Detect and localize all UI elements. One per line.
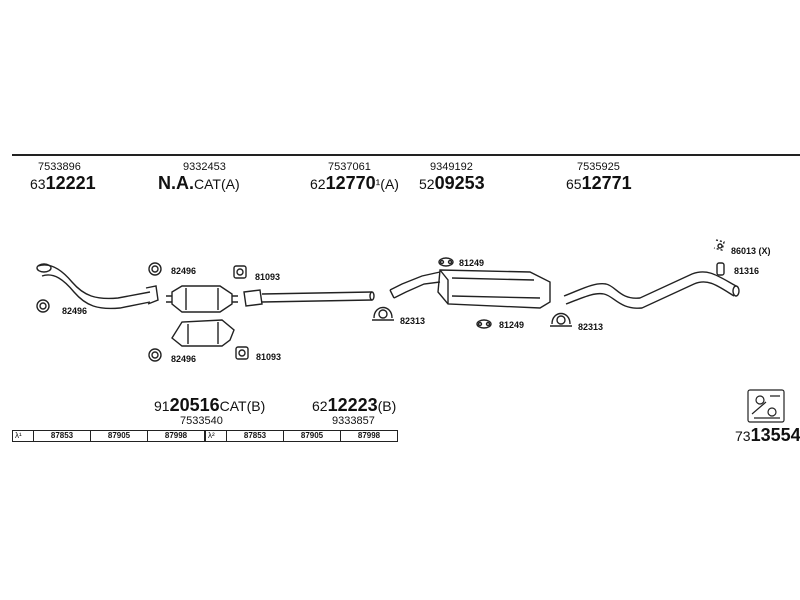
part-ref-2: 9332453 bbox=[183, 161, 226, 173]
fitting-label-c2: 82313 bbox=[578, 322, 604, 332]
front-pipe-drawing bbox=[36, 263, 159, 310]
part-ref-3: 7537061 bbox=[328, 161, 371, 173]
lambda-code: 87905 bbox=[90, 430, 148, 442]
part-ref-7: 9333857 bbox=[332, 415, 375, 427]
intermediate-pipe bbox=[243, 289, 375, 307]
gasket-ring-a1 bbox=[148, 262, 162, 276]
tail-pipe bbox=[563, 271, 740, 309]
part-ref-1: 7533896 bbox=[38, 161, 81, 173]
gasket-ring-a2 bbox=[36, 299, 50, 313]
lambda-symbol-1: λ¹ bbox=[12, 430, 34, 442]
rubber-hanger-d2 bbox=[476, 319, 492, 329]
part-number-5: 6512771 bbox=[566, 173, 632, 193]
rubber-hanger-d1 bbox=[438, 257, 454, 267]
lambda-symbol-2: λ² bbox=[205, 430, 227, 442]
part-number-4: 5209253 bbox=[419, 173, 485, 193]
part-number-2: N.A.CAT(A) bbox=[158, 173, 240, 193]
fitting-label-c1: 82313 bbox=[400, 316, 426, 326]
lambda-code: 87998 bbox=[147, 430, 205, 442]
fitting-label-b2: 81093 bbox=[256, 352, 282, 362]
catalytic-converter-a bbox=[166, 285, 238, 313]
fitting-label-b1: 81093 bbox=[255, 272, 281, 282]
fitting-label-a1: 82496 bbox=[171, 266, 197, 276]
lambda-table-1: λ¹ 87853 87905 87998 bbox=[12, 430, 205, 442]
flange-gasket-b2 bbox=[235, 346, 249, 360]
clamp-c1 bbox=[372, 306, 394, 321]
kit-number: 7313554 bbox=[735, 425, 800, 445]
part-number-1: 6312221 bbox=[30, 173, 96, 193]
part-number-3: 6212770¹(A) bbox=[310, 173, 399, 193]
clamp-c2 bbox=[550, 312, 572, 327]
top-divider-line bbox=[12, 154, 800, 156]
part-ref-4: 9349192 bbox=[430, 161, 473, 173]
part-number-7: 6212223(B) bbox=[312, 395, 397, 415]
lambda-table-2: λ² 87853 87905 87998 bbox=[205, 430, 398, 442]
gasket-ring-a3 bbox=[148, 348, 162, 362]
lambda-code: 87998 bbox=[340, 430, 398, 442]
fitting-e2 bbox=[716, 262, 725, 276]
kit-box-icon bbox=[747, 389, 785, 423]
flange-gasket-b1 bbox=[233, 265, 247, 279]
fitting-label-e2: 81316 bbox=[734, 266, 760, 276]
fitting-label-d2: 81249 bbox=[499, 320, 525, 330]
fitting-label-a2: 82496 bbox=[62, 306, 88, 316]
fitting-label-d1: 81249 bbox=[459, 258, 485, 268]
part-ref-6: 7533540 bbox=[180, 415, 223, 427]
part-ref-5: 7535925 bbox=[577, 161, 620, 173]
center-muffler bbox=[389, 269, 551, 309]
lambda-code: 87853 bbox=[33, 430, 91, 442]
lambda-code: 87853 bbox=[226, 430, 284, 442]
part-number-6: 9120516CAT(B) bbox=[154, 395, 266, 415]
lambda-code: 87905 bbox=[283, 430, 341, 442]
catalytic-converter-b bbox=[171, 319, 235, 347]
fitting-e1 bbox=[713, 239, 725, 251]
fitting-label-a3: 82496 bbox=[171, 354, 197, 364]
fitting-label-e1: 86013 (X) bbox=[731, 246, 771, 256]
